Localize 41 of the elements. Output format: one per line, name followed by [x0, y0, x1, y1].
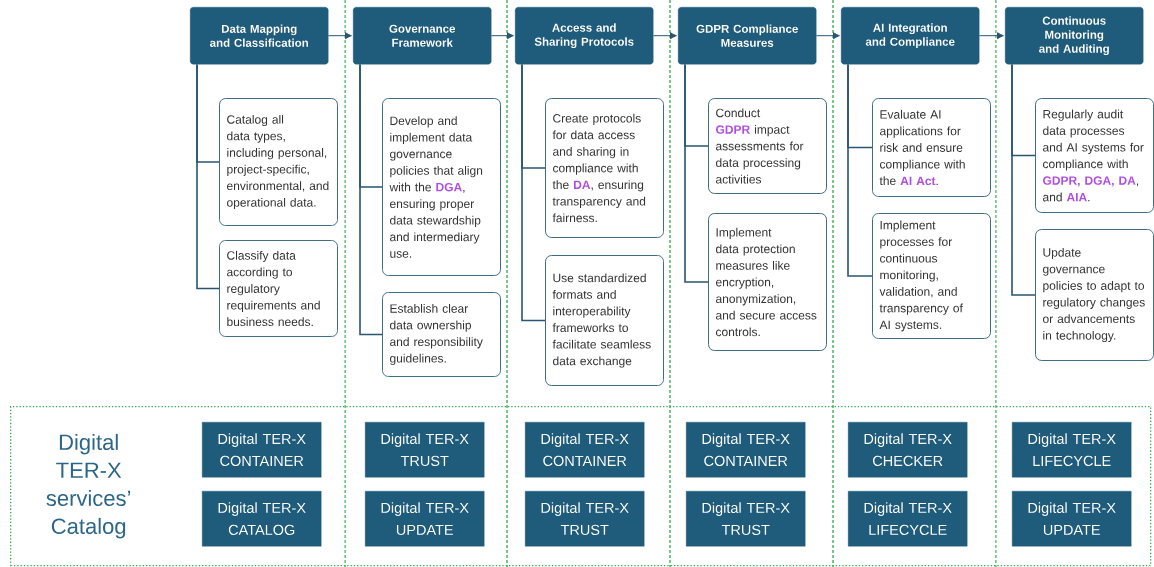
service-box: Digital TER-X LIFECYCLE [848, 491, 968, 547]
service-box: Digital TER-X TRUST [686, 491, 806, 547]
step-header: Governance Framework [353, 7, 492, 65]
connector-line [684, 63, 709, 283]
service-box: Digital TER-X UPDATE [1012, 491, 1132, 547]
service-box: Digital TER-X CONTAINER [525, 422, 645, 478]
connector-line [359, 63, 383, 336]
task-box: Update governance policies to adapt to regulatory changes or advancements in technology. [1035, 229, 1154, 361]
task-box: Conduct GDPR impact assessments for data processing activities [708, 98, 827, 194]
task-box: Classify data according to regulatory requirements and business needs. [219, 240, 338, 337]
arrow [652, 32, 677, 40]
step-header: Access and Sharing Protocols [515, 7, 654, 65]
task-box: Create protocols for data access and sharing in compliance with the DA, ensuring transparency and fairness. [545, 98, 664, 238]
connector-line [1011, 63, 1036, 296]
task-box: Evaluate AI applications for risk and ensure compliance with the AI Act. [872, 98, 991, 197]
step-header: Data Mapping and Classification [190, 7, 329, 65]
arrow [327, 32, 352, 40]
task-box: Implement data protection measures like encryption, anonymization, and secure access controls. [708, 213, 827, 351]
step-header: Continuous Monitoring and Auditing [1005, 7, 1144, 65]
connector-line [196, 63, 220, 290]
service-box: Digital TER-X LIFECYCLE [1012, 422, 1132, 478]
step-header: AI Integration and Compliance [841, 7, 980, 65]
arrow [490, 32, 514, 40]
service-box: Digital TER-X CONTAINER [202, 422, 322, 478]
service-box: Digital TER-X TRUST [365, 422, 485, 478]
connector-line [521, 63, 546, 322]
service-box: Digital TER-X CONTAINER [686, 422, 806, 478]
task-box: Regularly audit data processes and AI systems for compliance with GDPR, DGA, DA, and AIA. [1035, 98, 1154, 213]
arrow [978, 32, 1004, 40]
connector-line [847, 63, 873, 277]
task-box: Implement processes for continuous monitoring, validation, and transparency of AI systems. [872, 213, 991, 339]
service-box: Digital TER-X UPDATE [365, 491, 485, 547]
service-box: Digital TER-X CATALOG [202, 491, 322, 547]
service-box: Digital TER-X TRUST [525, 491, 645, 547]
service-box: Digital TER-X CHECKER [848, 422, 968, 478]
task-box: Establish clear data ownership and responsibility guidelines. [382, 292, 501, 377]
task-box: Catalog all data types, including personal, project-specific, environmental, and operational data. [219, 98, 338, 226]
step-header: GDPR Compliance Measures [678, 7, 817, 65]
arrow [815, 32, 840, 40]
task-box: Use standardized formats and interoperability frameworks to facilitate seamless data exchange [545, 255, 664, 386]
task-box: Develop and implement data governance policies that align with the DGA, ensuring proper data stewardship and intermediary use. [382, 98, 501, 276]
